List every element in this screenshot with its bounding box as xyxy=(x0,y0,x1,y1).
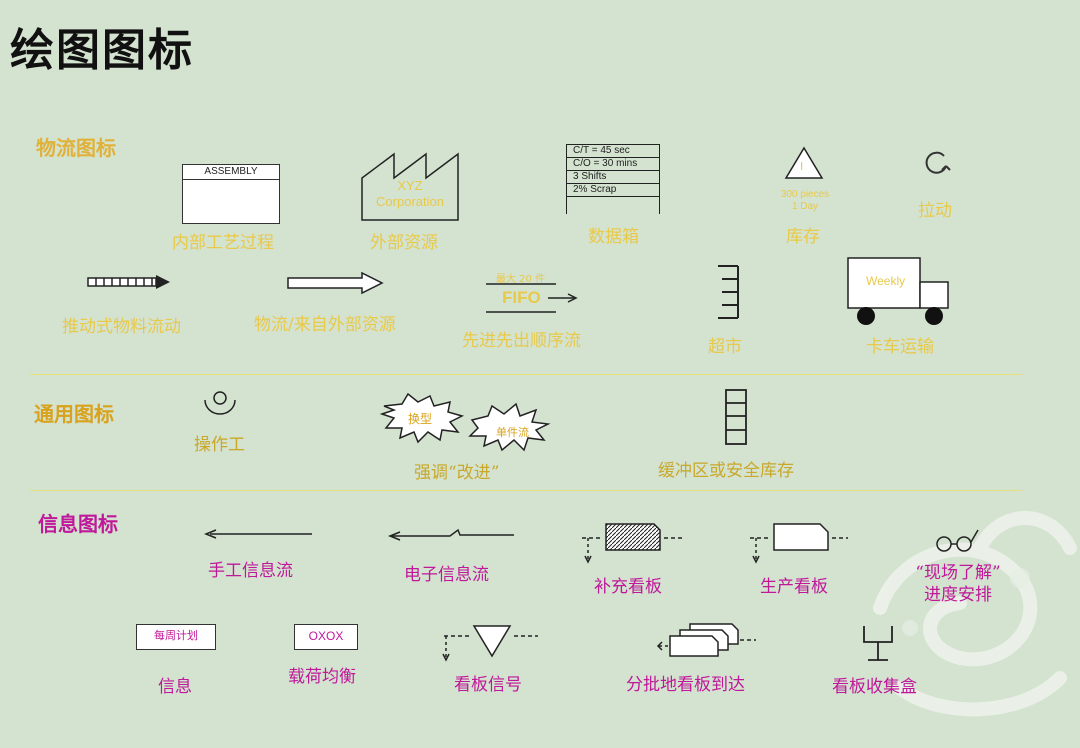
assembly-process-icon: ASSEMBLY xyxy=(182,164,280,224)
kaizen-text-1: 换型 xyxy=(408,410,432,427)
page-title: 绘图图标 xyxy=(10,14,194,78)
truck-text: Weekly xyxy=(866,274,905,288)
divider-top xyxy=(30,374,1022,375)
operator-label: 操作工 xyxy=(194,430,245,455)
load-leveling-label: 载荷均衡 xyxy=(288,662,356,687)
pull-arrow-icon xyxy=(922,148,952,176)
data-box-label: 数据箱 xyxy=(588,222,639,247)
assembly-label: 内部工艺过程 xyxy=(172,228,274,253)
fifo-text: FIFO xyxy=(502,288,541,308)
data-box-line-1: C/T = 45 sec xyxy=(567,144,659,158)
inventory-qty-1: 300 pieces xyxy=(768,189,842,201)
inventory-qty-2: 1 Day xyxy=(768,201,842,213)
factory-label: 外部资源 xyxy=(370,228,438,253)
electronic-info-arrow-icon xyxy=(388,528,516,542)
data-box-line-2: C/O = 30 mins xyxy=(567,158,659,171)
signal-kanban-label: 看板信号 xyxy=(454,670,522,695)
load-leveling-box-icon: OXOX xyxy=(294,624,358,650)
supermarket-label: 超市 xyxy=(708,332,742,357)
manual-info-arrow-icon xyxy=(204,528,314,540)
go-see-label-1: “现场了解” xyxy=(906,562,1010,584)
kaizen-burst-icon xyxy=(378,392,560,454)
shipment-arrow-icon xyxy=(288,272,384,294)
inventory-mark: I xyxy=(800,160,803,173)
go-see-label-2: 进度安排 xyxy=(906,584,1010,606)
manual-info-label: 手工信息流 xyxy=(208,556,293,581)
push-arrow-icon xyxy=(88,274,172,290)
section-general-heading: 通用图标 xyxy=(34,398,114,427)
section-info-heading: 信息图标 xyxy=(38,508,118,537)
kanban-batch-label: 分批地看板到达 xyxy=(626,670,745,695)
kaizen-label: 强调“改进” xyxy=(414,458,499,483)
pull-label: 拉动 xyxy=(918,196,952,221)
withdrawal-kanban-label: 补充看板 xyxy=(594,572,662,597)
supermarket-icon xyxy=(716,264,742,320)
withdrawal-kanban-icon xyxy=(580,520,684,564)
inventory-label: 库存 xyxy=(786,222,820,247)
truck-label: 卡车运输 xyxy=(866,332,934,357)
fifo-label: 先进先出顺序流 xyxy=(462,326,581,351)
data-box-line-3: 3 Shifts xyxy=(567,171,659,184)
kanban-batch-icon xyxy=(658,622,758,658)
buffer-stock-icon xyxy=(724,388,750,446)
kanban-post-icon xyxy=(862,624,896,664)
operator-icon xyxy=(202,390,238,416)
kanban-post-label: 看板收集盒 xyxy=(832,672,917,697)
section-logistics-heading: 物流图标 xyxy=(36,132,116,161)
electronic-info-label: 电子信息流 xyxy=(404,560,489,585)
info-box-icon: 每周计划 xyxy=(136,624,216,650)
data-box-line-4: 2% Scrap xyxy=(567,184,659,197)
truck-icon xyxy=(846,256,952,328)
push-label: 推动式物料流动 xyxy=(62,312,181,337)
info-label: 信息 xyxy=(158,672,192,697)
shipment-label: 物流/来自外部资源 xyxy=(254,310,396,335)
kaizen-text-2: 单件流 xyxy=(496,424,529,440)
production-kanban-label: 生产看板 xyxy=(760,572,828,597)
divider-bottom xyxy=(30,490,1022,491)
data-box-icon: C/T = 45 sec C/O = 30 mins 3 Shifts 2% S… xyxy=(566,144,660,214)
signal-kanban-icon xyxy=(440,624,540,666)
assembly-box-label: ASSEMBLY xyxy=(183,165,279,180)
inventory-triangle-icon xyxy=(784,146,824,180)
go-see-glasses-icon xyxy=(932,524,982,554)
buffer-label: 缓冲区或安全库存 xyxy=(658,456,794,481)
factory-text-1: XYZ xyxy=(362,178,458,194)
factory-text-2: Corporation xyxy=(362,194,458,210)
production-kanban-icon xyxy=(748,520,852,564)
